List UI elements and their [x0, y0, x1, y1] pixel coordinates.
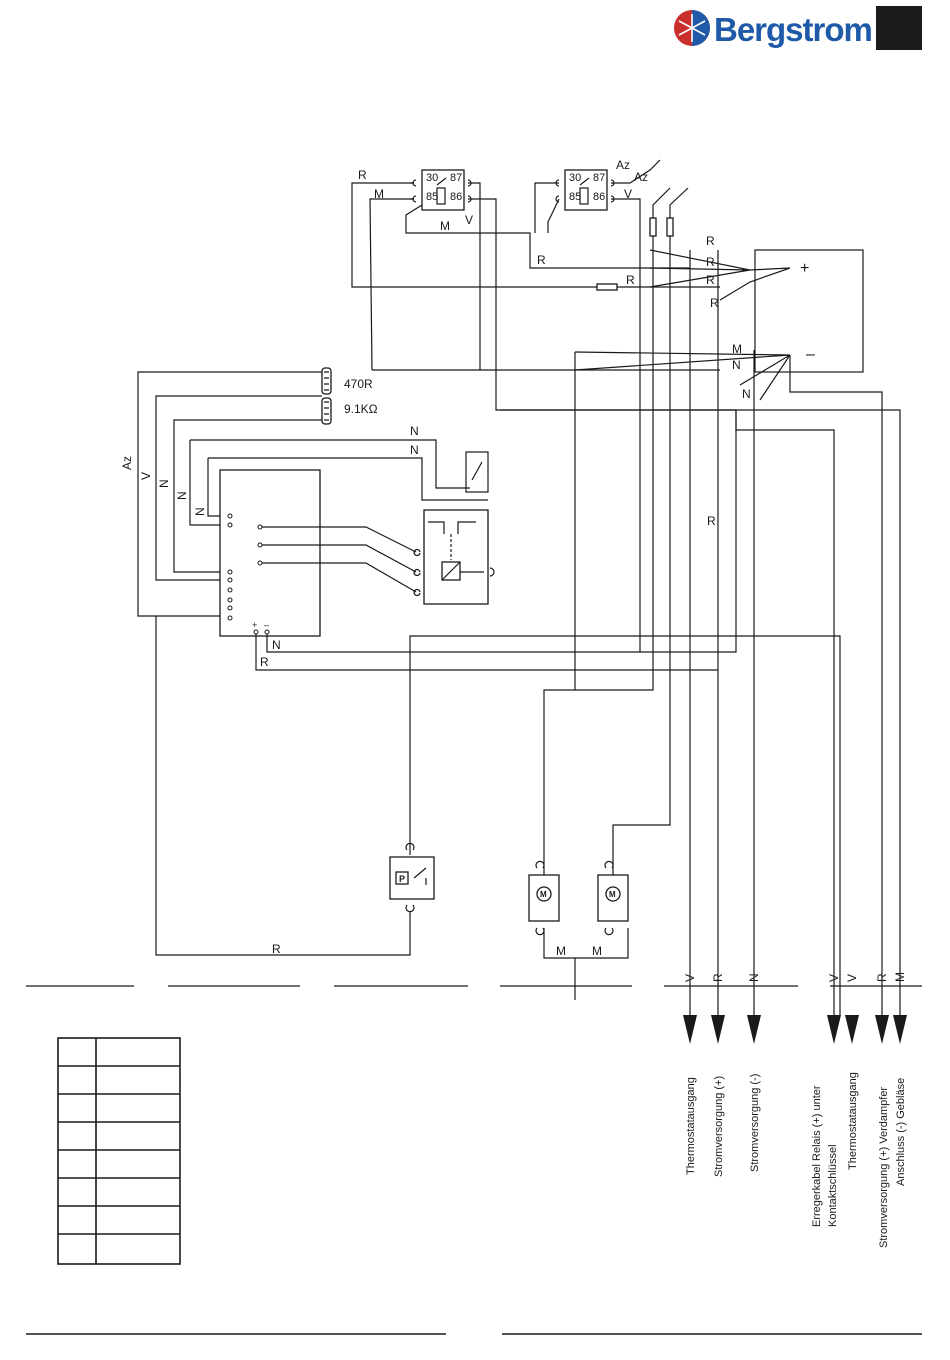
wire-label-m: M	[556, 944, 566, 958]
relay-1-pin-85: 85	[426, 191, 438, 203]
arrow-down-icon	[893, 1015, 907, 1044]
wire-label-r: R	[260, 655, 269, 669]
wire-label-r: R	[707, 514, 716, 528]
module-minus-label: –	[264, 620, 269, 630]
relay-1-pin-87: 87	[450, 172, 462, 184]
pressure-switch-label: P	[399, 874, 405, 884]
snowflake-rays	[678, 14, 706, 42]
wire-label-r: R	[272, 942, 281, 956]
wire-label-m: M	[374, 187, 384, 201]
wire-label-m: M	[440, 219, 450, 233]
wire-label-v: V	[465, 213, 473, 227]
wire-label-m: M	[592, 944, 602, 958]
wire-label-r: R	[358, 168, 367, 182]
wire-label-az: Az	[120, 456, 134, 470]
relay-1-pin-30: 30	[426, 172, 438, 184]
wire-label-n: N	[175, 491, 189, 500]
fuses	[596, 187, 689, 291]
bottom-code: M	[893, 972, 907, 982]
wire-label-n: N	[410, 443, 419, 457]
brand-name: Bergstrom	[714, 11, 872, 48]
relay-2-pin-87: 87	[593, 172, 605, 184]
wire-label-r: R	[626, 273, 635, 287]
top-wire-labels: R M M V R V Az Az R R R R R M N N R	[358, 158, 751, 528]
terminal-label-thermostat-out: Thermostatausgang	[685, 1077, 697, 1175]
arrow-down-icon	[845, 1015, 859, 1044]
relay-1-pin-86: 86	[450, 191, 462, 203]
motor-1-label: M	[540, 890, 547, 899]
resistor-9k1: 9.1KΩ	[321, 397, 378, 425]
top-wiring	[351, 159, 901, 1015]
terminal-label-supply-minus: Stromversorgung (-)	[749, 1074, 761, 1172]
terminal-labels: Thermostatausgang Stromversorgung (+) St…	[685, 1072, 907, 1248]
wire-label-n: N	[193, 507, 207, 516]
resistor-470r: 470R	[321, 367, 373, 395]
wire-label-r: R	[706, 255, 715, 269]
wire-label-r: R	[706, 273, 715, 287]
wire-label-n: N	[410, 424, 419, 438]
bottom-code: R	[875, 973, 889, 982]
wire-label-az: Az	[634, 170, 648, 184]
terminal-label-evap-supply: Stromversorgung (+) Verdampfer	[878, 1087, 890, 1248]
terminal-arrows	[683, 1015, 907, 1044]
wire-label-v: V	[624, 187, 632, 201]
relay-1: 30 87 85 86	[410, 169, 472, 211]
left-wiring	[137, 371, 841, 1015]
bottom-code: V	[845, 974, 859, 982]
wire-label-m: M	[732, 342, 742, 356]
terminal-label-relay-excite: Erregerkabel Relais (+) unter	[811, 1085, 823, 1227]
bottom-wire-codes: V R N V V R M	[683, 972, 907, 982]
wire-label-n: N	[272, 638, 281, 652]
battery-minus-label: –	[806, 346, 815, 363]
terminal-label-relay-excite-2: Kontaktschlüssel	[827, 1144, 839, 1227]
brand-logo: Bergstrom	[674, 6, 922, 50]
resistor-9k1-label: 9.1KΩ	[344, 402, 378, 416]
left-wire-labels: Az V N N N N N	[120, 424, 419, 516]
motor-2-label: M	[609, 890, 616, 899]
snowflake-icon	[692, 10, 710, 46]
pressure-switch: P R	[272, 842, 435, 956]
arrow-down-icon	[875, 1015, 889, 1044]
damper-actuator	[413, 509, 495, 605]
terminal-label-supply-plus: Stromversorgung (+)	[713, 1076, 725, 1177]
legend-table	[57, 1037, 181, 1265]
relay-2-pin-85: 85	[569, 191, 581, 203]
arrow-down-icon	[827, 1015, 841, 1044]
wire-label-r: R	[706, 234, 715, 248]
terminal-label-thermostat-out-2: Thermostatausgang	[847, 1072, 859, 1170]
wire-label-n: N	[732, 358, 741, 372]
arrow-down-icon	[711, 1015, 725, 1044]
brand-block	[876, 6, 922, 50]
relay-2-pin-86: 86	[593, 191, 605, 203]
bottom-code: V	[683, 974, 697, 982]
wire-label-az: Az	[616, 158, 630, 172]
wire-label-n: N	[742, 387, 751, 401]
arrow-down-icon	[747, 1015, 761, 1044]
terminal-label-blower-minus: Anschluss (-) Gebläse	[895, 1078, 907, 1186]
bottom-code: V	[827, 974, 841, 982]
module-plus-label: +	[252, 620, 257, 630]
control-module: + – N R	[219, 410, 737, 671]
wire-label-r: R	[537, 253, 546, 267]
bottom-code: N	[747, 973, 761, 982]
bottom-code: R	[711, 973, 725, 982]
resistor-470r-label: 470R	[344, 377, 373, 391]
wire-label-r: R	[710, 296, 719, 310]
wire-label-n: N	[157, 479, 171, 488]
relay-2: 30 87 85 86	[555, 169, 615, 211]
relay-2-pin-30: 30	[569, 172, 581, 184]
wire-label-v: V	[139, 472, 153, 480]
blower-motor-2: M	[597, 860, 629, 936]
arrow-down-icon	[683, 1015, 697, 1044]
battery-plus-label: +	[800, 260, 809, 277]
